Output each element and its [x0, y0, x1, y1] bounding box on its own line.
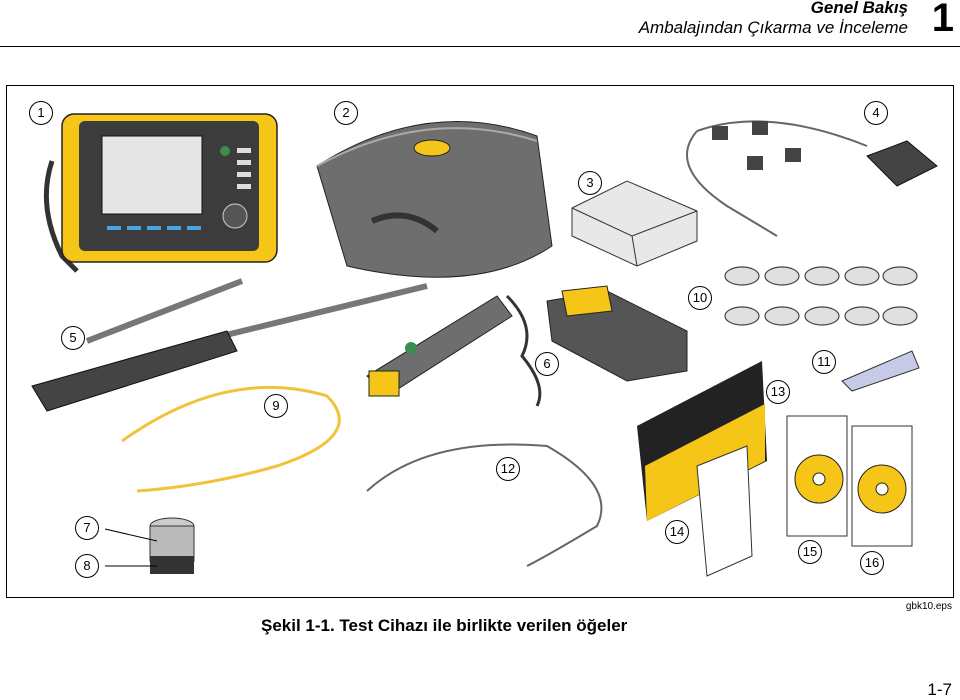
chapter-number: 1: [931, 0, 954, 40]
callout-12: 12: [496, 457, 520, 481]
adhesive-tube: [841, 350, 920, 392]
callout-6: 6: [535, 352, 559, 376]
figure-illustration: [31, 113, 938, 577]
callout-2: 2: [334, 101, 358, 125]
callout-4: 4: [864, 101, 888, 125]
callout-15: 15: [798, 540, 822, 564]
accelerometer-sensor: [366, 294, 542, 407]
callout-5: 5: [61, 326, 85, 350]
header-rule: [0, 46, 960, 47]
callout-8: 8: [75, 554, 99, 578]
strap: [31, 278, 428, 412]
callout-13: 13: [766, 380, 790, 404]
callout-3: 3: [578, 171, 602, 195]
carry-case: [316, 120, 553, 278]
cd-discs: [786, 415, 913, 547]
figure-caption: Şekil 1-1. Test Cihazı ile birlikte veri…: [261, 616, 628, 635]
figure-frame: 1 2 3 4 5 6 7 8 9 10 11 12 13 14 15 16: [6, 85, 954, 598]
mounting-stud: [149, 517, 195, 574]
power-adapter: [686, 120, 938, 237]
yellow-cable: [121, 386, 341, 493]
callout-7: 7: [75, 516, 99, 540]
tester-device: [43, 113, 278, 273]
callout-11: 11: [812, 350, 836, 374]
callout-16: 16: [860, 551, 884, 575]
header-title: Genel Bakış: [810, 0, 908, 17]
battery-box: [571, 180, 698, 267]
header-subtitle: Ambalajından Çıkarma ve İnceleme: [638, 18, 908, 37]
page-number: 1-7: [927, 680, 952, 699]
callout-9: 9: [264, 394, 288, 418]
magnet-pads: [724, 266, 918, 326]
leaflets: [696, 445, 753, 577]
figure-file-id: gbk10.eps: [905, 601, 952, 612]
callout-1: 1: [29, 101, 53, 125]
callout-14: 14: [665, 520, 689, 544]
usb-cable: [366, 443, 603, 567]
callout-10: 10: [688, 286, 712, 310]
